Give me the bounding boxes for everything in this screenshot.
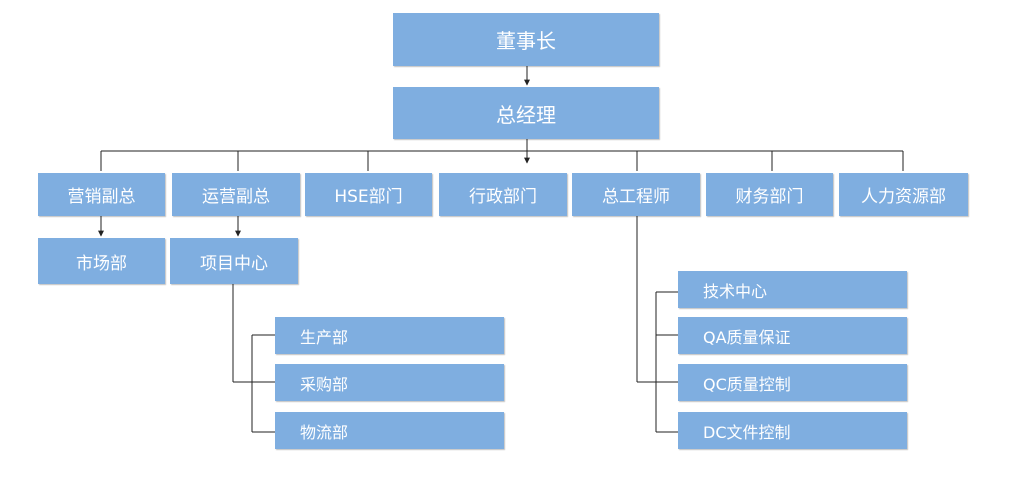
node-label: 物流部 — [300, 422, 349, 442]
node-dc: DC文件控制 — [678, 412, 907, 449]
node-tech-center: 技术中心 — [678, 271, 907, 308]
node-label: 营销副总 — [67, 187, 136, 207]
node-label: 生产部 — [300, 327, 349, 347]
node-label: 技术中心 — [703, 281, 768, 301]
node-label: 项目中心 — [200, 253, 268, 274]
node-label: QC质量控制 — [703, 374, 791, 394]
node-purchasing-dept: 采购部 — [275, 364, 504, 401]
node-operations-vp: 运营副总 — [172, 173, 300, 216]
node-general-manager: 总经理 — [393, 87, 659, 139]
node-label: 采购部 — [300, 374, 349, 394]
node-label: QA质量保证 — [703, 327, 791, 347]
node-chief-engineer: 总工程师 — [572, 173, 700, 216]
node-label: DC文件控制 — [703, 422, 791, 442]
node-label: 财务部门 — [735, 187, 804, 207]
node-label: 董事长 — [496, 29, 556, 53]
node-marketing-vp: 营销副总 — [38, 173, 165, 216]
node-label: 市场部 — [76, 253, 127, 274]
node-label: 人力资源部 — [861, 187, 946, 207]
node-chairman: 董事长 — [393, 13, 659, 66]
node-market-dept: 市场部 — [38, 238, 165, 284]
node-hr-dept: 人力资源部 — [839, 173, 968, 216]
node-label: 总经理 — [496, 102, 556, 127]
node-admin-dept: 行政部门 — [439, 173, 567, 216]
node-finance-dept: 财务部门 — [706, 173, 833, 216]
node-logistics-dept: 物流部 — [275, 412, 504, 449]
node-production-dept: 生产部 — [275, 317, 504, 354]
node-label: 行政部门 — [469, 187, 537, 207]
node-label: 运营副总 — [202, 187, 270, 207]
node-label: HSE部门 — [334, 187, 403, 207]
node-qa: QA质量保证 — [678, 317, 907, 354]
node-label: 总工程师 — [602, 187, 670, 207]
node-project-center: 项目中心 — [170, 238, 298, 284]
node-hse-dept: HSE部门 — [305, 173, 432, 216]
node-qc: QC质量控制 — [678, 364, 907, 401]
